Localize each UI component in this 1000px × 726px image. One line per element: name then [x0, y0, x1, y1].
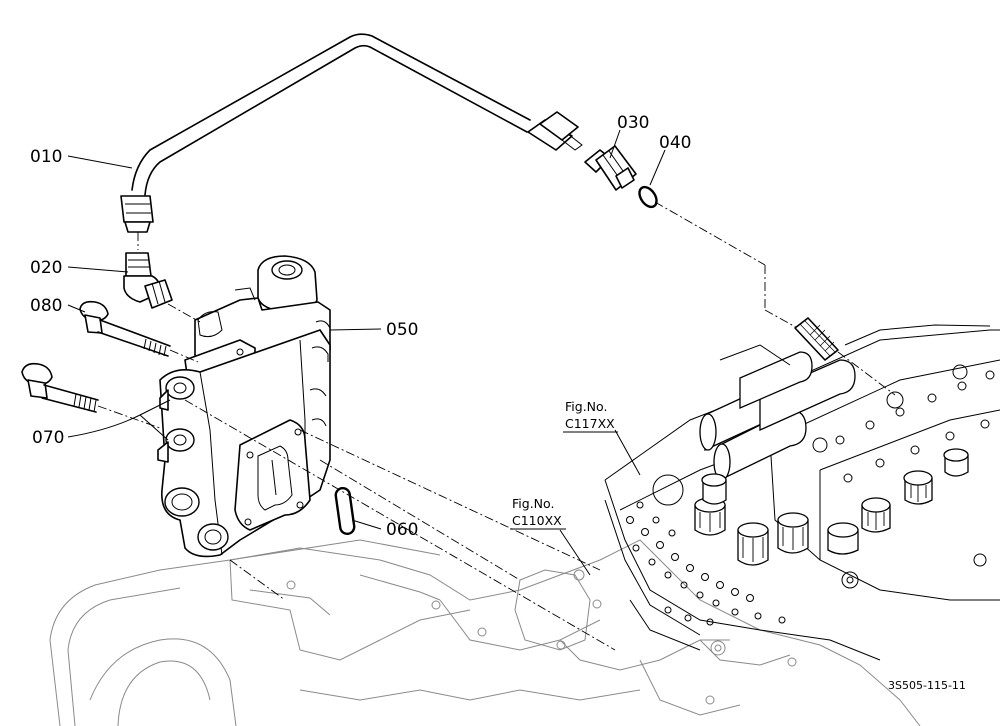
strainer: [794, 317, 896, 396]
transmission-housing: [49, 539, 921, 726]
label-part-060: 060: [386, 520, 418, 540]
figure-ref-2-line2: C110XX: [512, 513, 562, 528]
label-part-020: 020: [30, 258, 62, 278]
figure-ref-1-line1: Fig.No.: [565, 399, 607, 414]
pipe-010: [120, 33, 583, 233]
adapter-fitting-030: [584, 145, 637, 191]
label-part-010: 010: [30, 147, 62, 167]
assembly-guide-lines: [167, 303, 616, 651]
bolt-080: [79, 300, 199, 363]
elbow-fitting-020: [123, 232, 173, 309]
label-part-080: 080: [30, 296, 62, 316]
figure-ref-2-line1: Fig.No.: [512, 496, 554, 511]
figure-ref-1-line2: C117XX: [565, 416, 615, 431]
o-ring-040: [638, 185, 658, 209]
gasket-seal-060: [334, 486, 356, 536]
label-part-050: 050: [386, 320, 418, 340]
label-part-040: 040: [659, 133, 691, 153]
drawing-code: 3S505-115-11: [888, 679, 966, 692]
leader-lines: [67, 129, 666, 576]
label-part-070: 070: [32, 428, 64, 448]
label-part-030: 030: [617, 113, 649, 133]
valve-body-assembly: [604, 324, 1000, 661]
bolt-070: [21, 362, 161, 429]
control-valve-050: [157, 255, 331, 558]
